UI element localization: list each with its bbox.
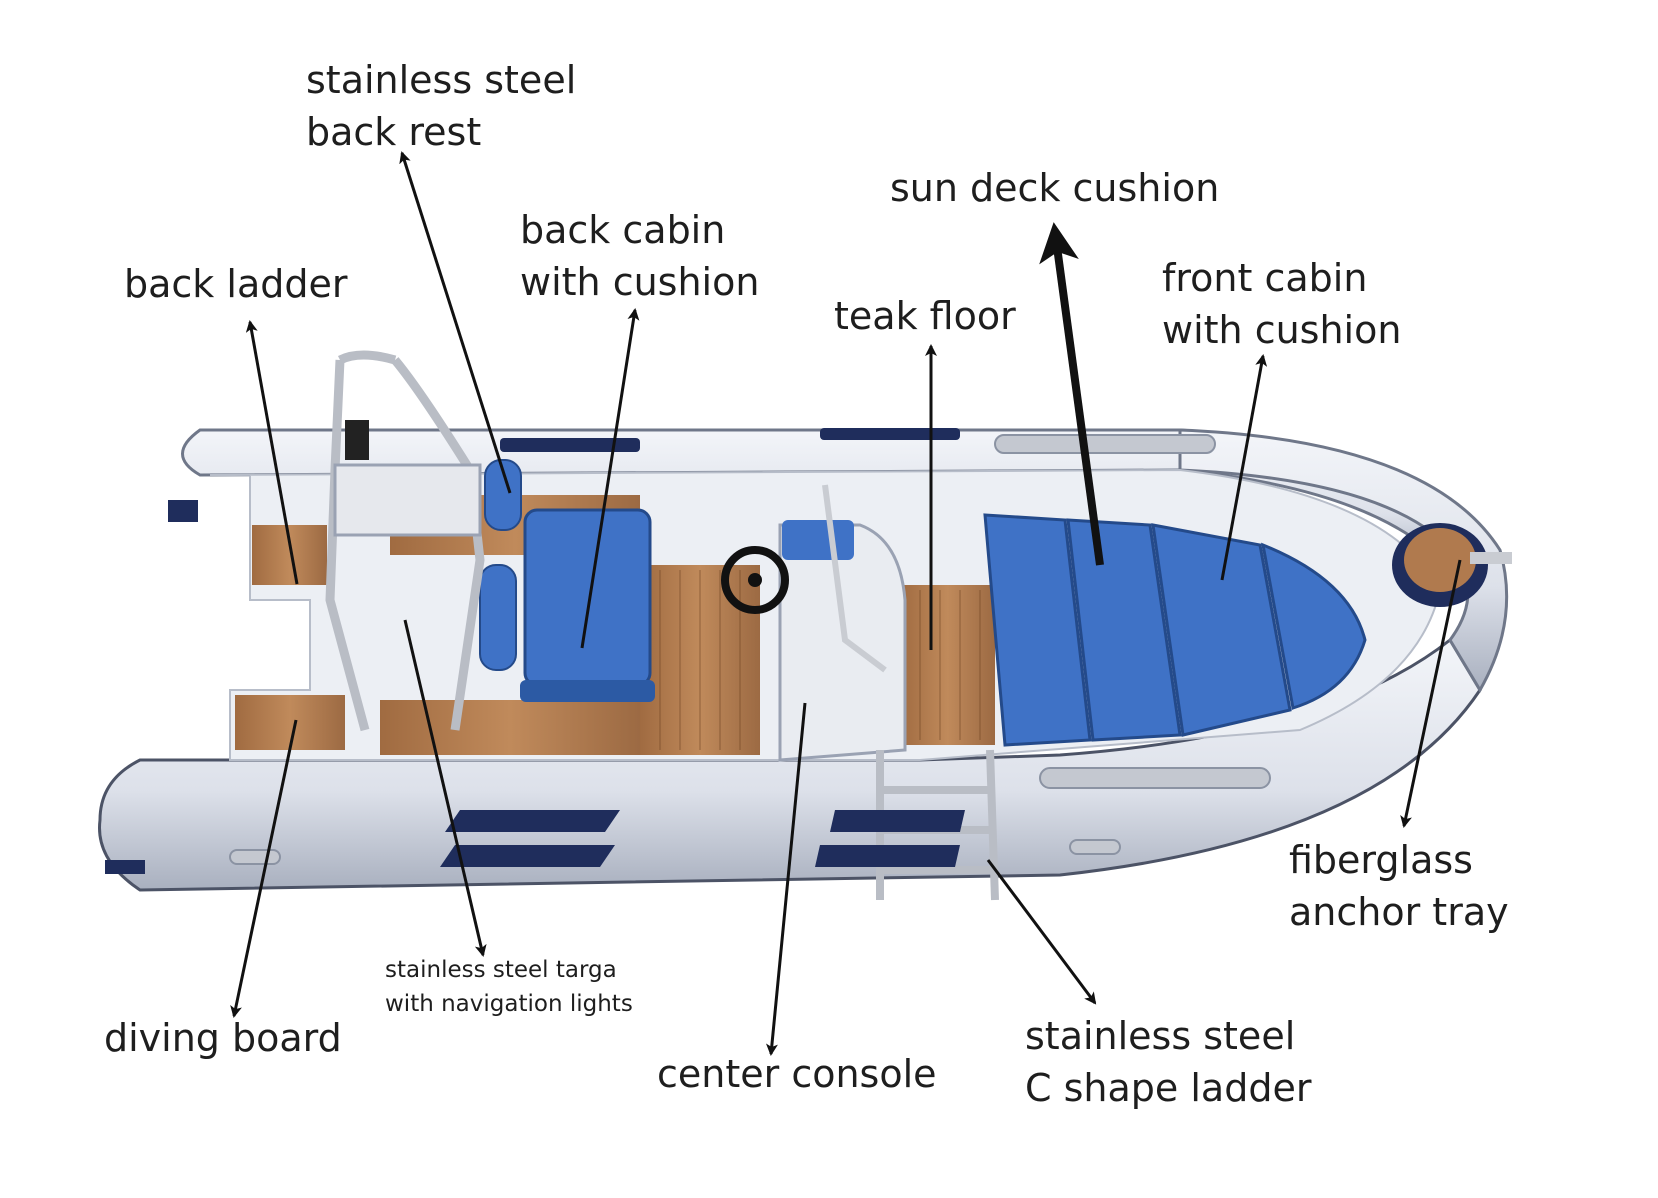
label-c-ladder: stainless steel C shape ladder [1025, 1014, 1312, 1110]
label-back-ladder: back ladder [124, 262, 348, 306]
arrow-icon [1220, 354, 1268, 581]
cushions [479, 459, 1367, 747]
annotation-arrows [230, 151, 1462, 1056]
arrow-icon [403, 619, 487, 957]
label-sun-deck: sun deck cushion [890, 166, 1220, 210]
back-cabin-cushion [523, 508, 652, 687]
targa-frame [325, 350, 485, 732]
center-console [721, 484, 907, 762]
steering-wheel [721, 546, 789, 614]
label-backrest: stainless steel back rest [306, 58, 577, 154]
label-anchor-tray: fiberglass anchor tray [1289, 838, 1509, 934]
backrest-bolster [484, 459, 522, 531]
front-cabin-cushion-1 [1151, 523, 1292, 737]
bow-tube [1178, 428, 1509, 693]
arrow-icon [580, 308, 640, 649]
label-targa: stainless steel targa with navigation li… [385, 957, 633, 1017]
arrow-icon [399, 151, 512, 494]
sun-deck-cushion-1 [983, 513, 1092, 747]
arrow-icon [245, 320, 299, 585]
sun-deck-cushion-2 [1066, 518, 1182, 742]
stern-band [168, 500, 198, 522]
arrow-icon [765, 702, 807, 1056]
handles [229, 434, 1271, 865]
arrow-icon [986, 859, 1097, 1005]
arrow-icon [1039, 222, 1104, 566]
label-teak-floor: teak floor [834, 294, 1016, 338]
front-cabin-cushion-2 [1261, 542, 1367, 710]
label-back-cabin: back cabin with cushion [520, 208, 760, 304]
label-center-console: center console [657, 1052, 937, 1096]
arrow-icon [1400, 559, 1462, 828]
nav-light [345, 420, 369, 460]
label-front-cabin: front cabin with cushion [1162, 256, 1402, 352]
label-diving-board: diving board [104, 1016, 342, 1060]
arrow-icon [230, 719, 298, 1018]
navy-stripes [440, 428, 965, 867]
